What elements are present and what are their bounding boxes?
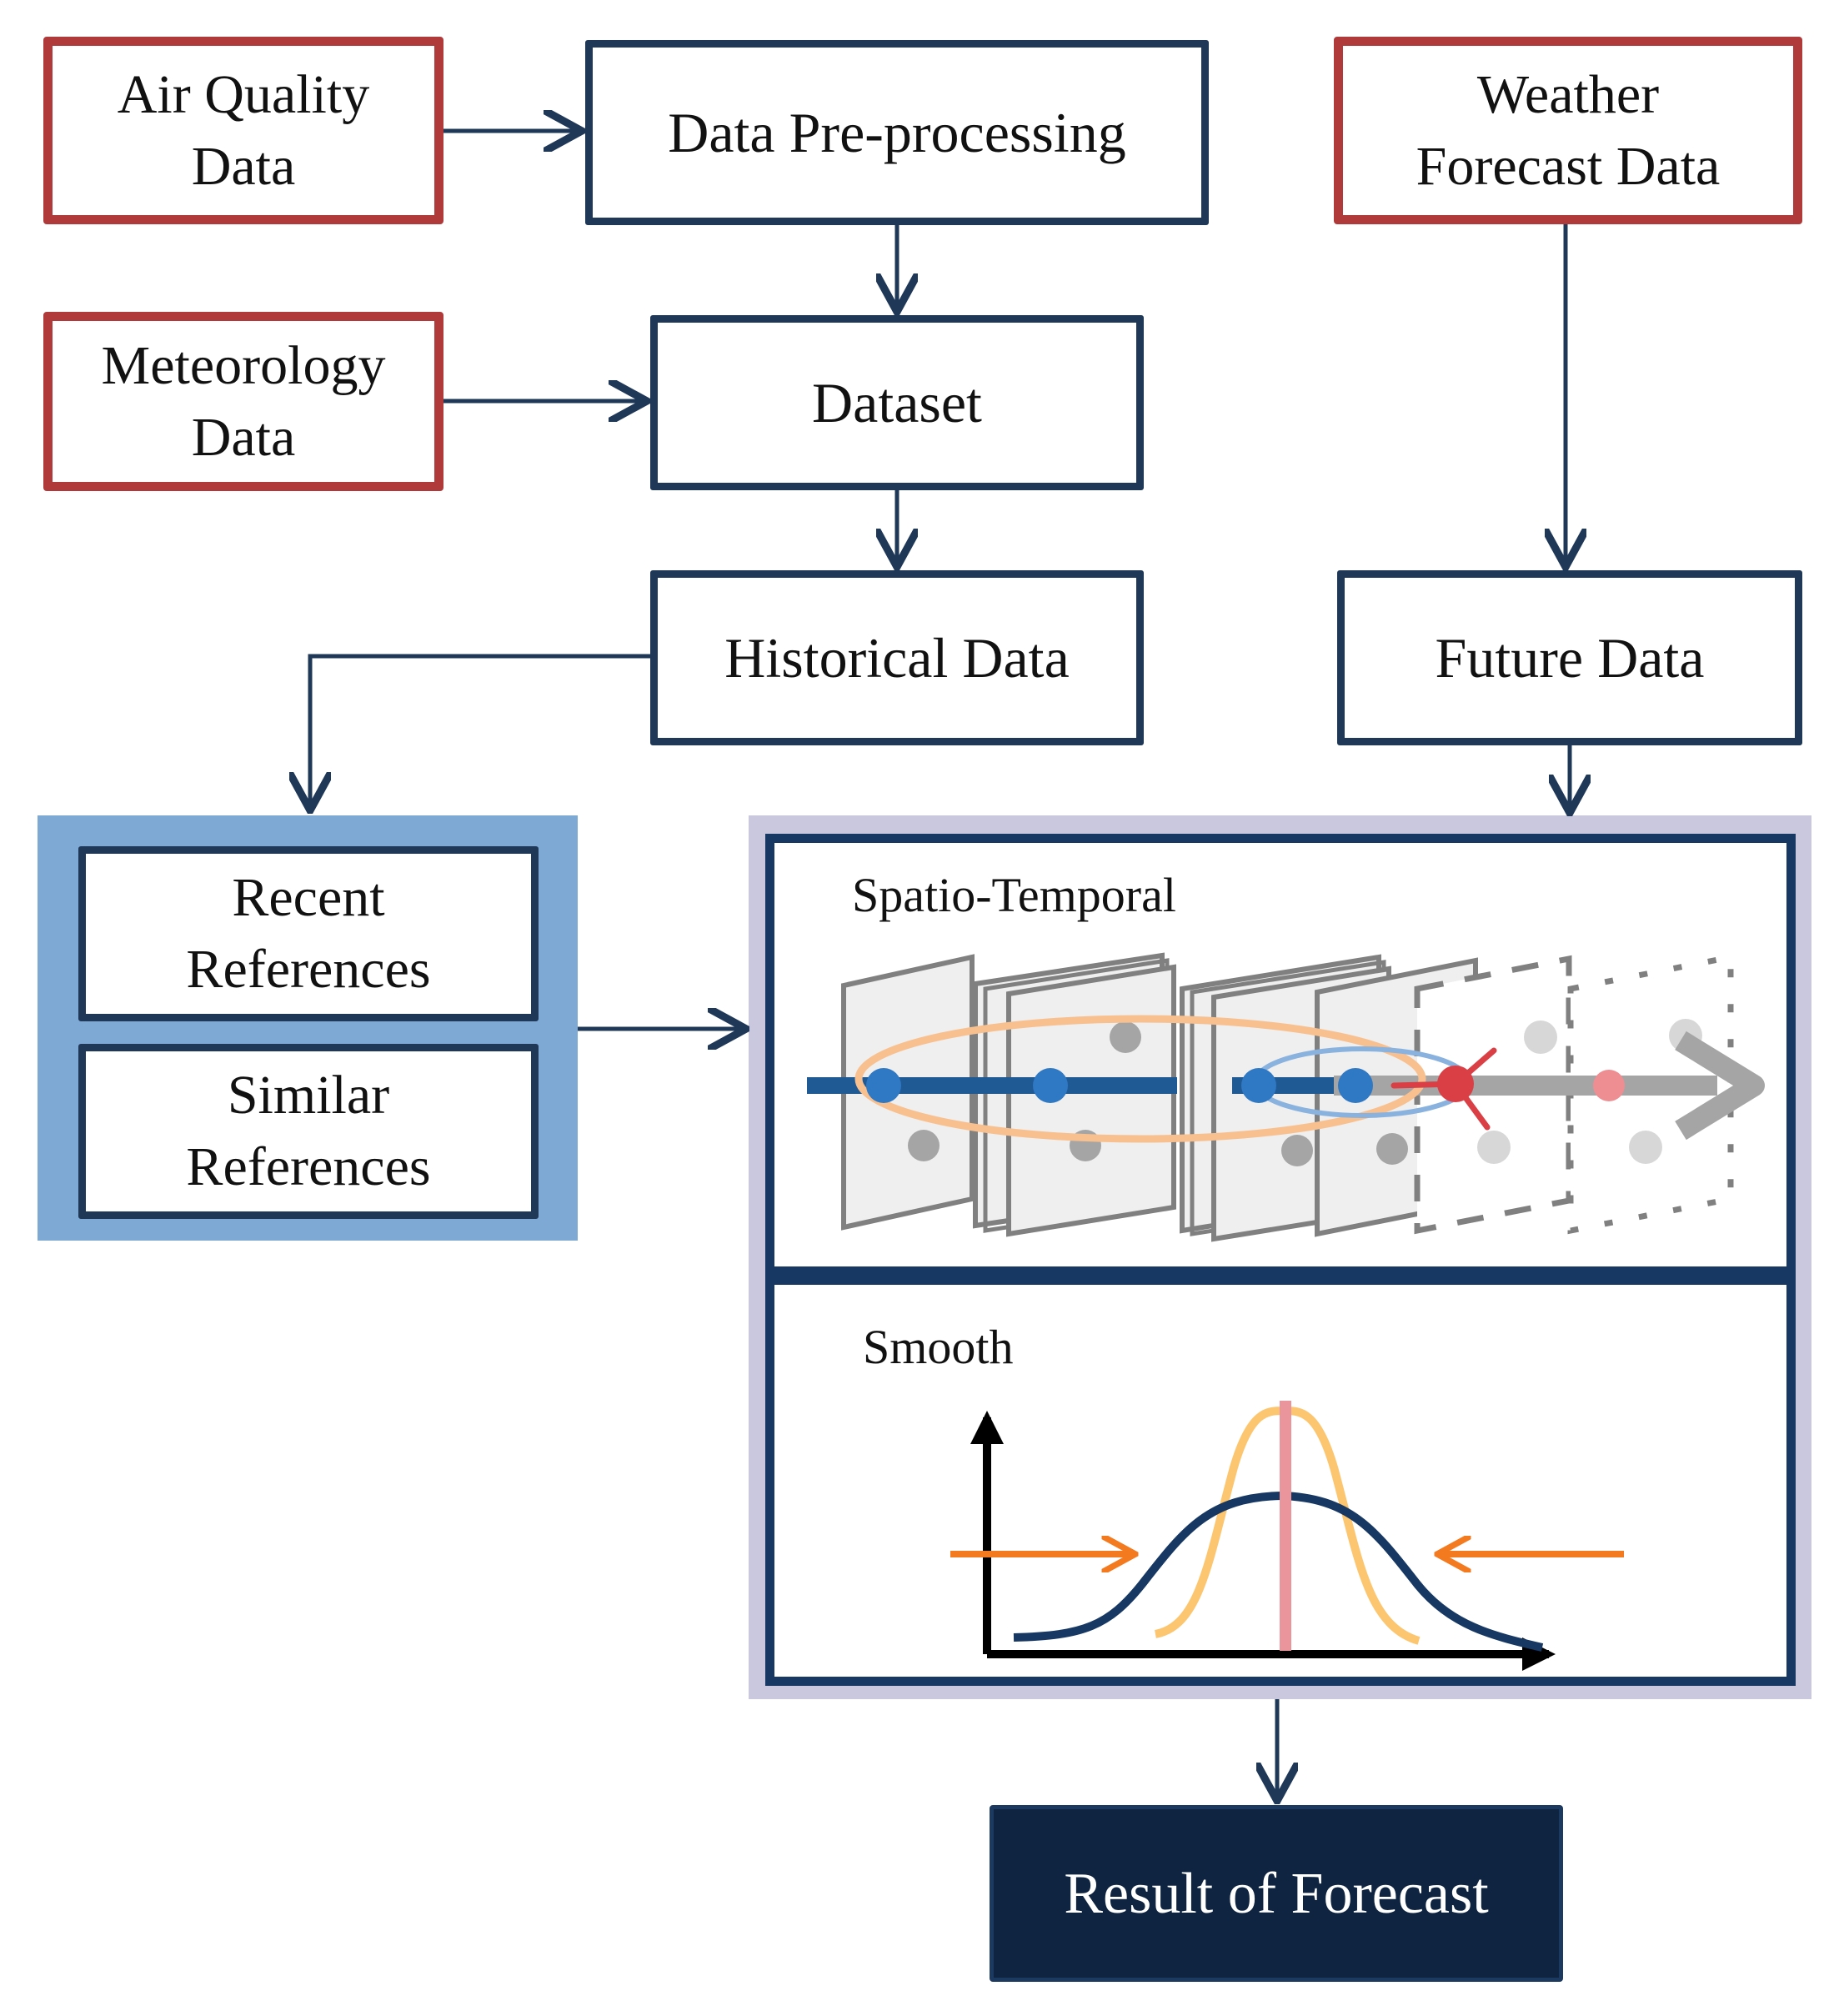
frame-2 (1006, 964, 1176, 1237)
dataset-node: Dataset (650, 315, 1144, 490)
wide-curve (1013, 1491, 1544, 1652)
future-data-node: Future Data (1337, 570, 1802, 745)
recent-references-node: Recent References (78, 846, 539, 1021)
data-preprocessing-node: Data Pre-processing (585, 40, 1209, 225)
meteorology-data-node: Meteorology Data (43, 312, 443, 491)
smooth-label: Smooth (863, 1320, 1014, 1374)
spatio-temporal-label: Spatio-Temporal (852, 868, 1176, 922)
time-forward-arrow (1675, 1031, 1765, 1141)
result-of-forecast-node: Result of Forecast (990, 1805, 1563, 1982)
predicted-point (1437, 1066, 1474, 1102)
similar-references-node: Similar References (78, 1044, 539, 1219)
historical-data-node: Historical Data (650, 570, 1144, 745)
air-quality-data-node: Air Quality Data (43, 37, 443, 224)
smooth-illustration (950, 1401, 1624, 1671)
weather-forecast-data-node: Weather Forecast Data (1334, 37, 1802, 224)
arrow-historical-to-references (310, 654, 650, 810)
spatio-temporal-illustration (807, 952, 1765, 1242)
